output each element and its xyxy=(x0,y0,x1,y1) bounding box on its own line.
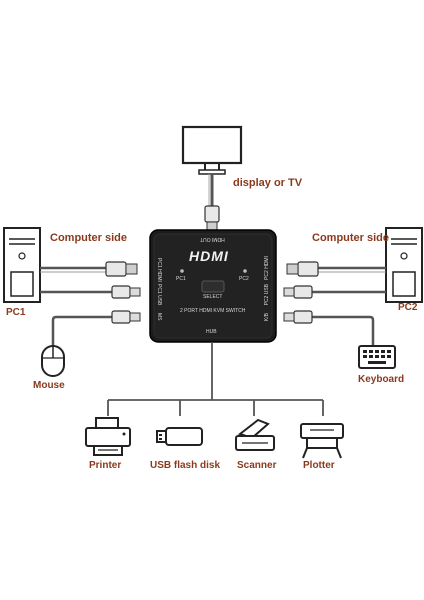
hdmi-plug-icon-pc1 xyxy=(105,261,138,277)
usb-plug-icon-mouse xyxy=(111,310,141,324)
hdmi-out-port-label: HDMI OUT xyxy=(200,236,225,242)
model-text: 2 PORT HDMI KVM SWITCH xyxy=(180,308,246,314)
led-pc2 xyxy=(243,269,247,273)
keyboard-label: Keyboard xyxy=(358,374,405,385)
ms-port-label: MS xyxy=(156,313,162,321)
display-label: display or TV xyxy=(233,177,303,189)
hdmi-out-cable xyxy=(208,174,214,208)
led-pc2-label: PC2 xyxy=(239,276,249,282)
plotter-icon xyxy=(300,423,344,459)
computer-side-label-left: Computer side xyxy=(50,232,128,244)
plotter-label: Plotter xyxy=(303,460,335,471)
tower-pc-icon-left xyxy=(3,227,41,303)
hub-cable-tree xyxy=(107,342,324,416)
usb-flash-icon xyxy=(156,427,203,446)
tower-pc-icon-right xyxy=(385,227,423,303)
hdmi-logo: HDMI xyxy=(189,248,229,264)
pc2-cables xyxy=(310,266,386,294)
usb-plug-icon-keyboard xyxy=(283,310,313,324)
mouse-icon xyxy=(41,345,65,377)
pc2-label: PC2 xyxy=(398,302,418,313)
keyboard-icon xyxy=(358,345,396,369)
pc2-hdmi-port-label: PC2 HDMI xyxy=(264,256,270,280)
hdmi-plug-icon-pc2 xyxy=(286,261,319,277)
printer-icon xyxy=(85,417,131,456)
hub-port-label: HUB xyxy=(206,329,217,335)
kvm-switch-device xyxy=(149,229,277,343)
usb-plug-icon-pc2 xyxy=(283,285,313,299)
led-pc1-label: PC1 xyxy=(176,276,186,282)
scanner-label: Scanner xyxy=(237,460,277,471)
keyboard-cable xyxy=(310,315,375,346)
pc1-hdmi-port-label: PC1 HDMI xyxy=(156,258,162,282)
printer-label: Printer xyxy=(89,460,122,471)
hdmi-plug-icon xyxy=(204,205,220,231)
mouse-label: Mouse xyxy=(33,380,65,391)
pc1-cables xyxy=(40,266,114,294)
scanner-icon xyxy=(235,418,275,451)
usb-plug-icon-pc1 xyxy=(111,285,141,299)
computer-side-label-right: Computer side xyxy=(312,232,390,244)
mouse-cable xyxy=(51,315,114,346)
kb-port-label: K/B xyxy=(264,313,270,322)
usb-flash-disk-label: USB flash disk xyxy=(150,460,221,471)
led-pc1 xyxy=(180,269,184,273)
monitor-icon xyxy=(181,125,243,175)
pc1-label: PC1 xyxy=(6,307,26,318)
pc1-usb-port-label: PC1 USB xyxy=(156,284,162,306)
pc2-usb-port-label: PC2 USB xyxy=(264,284,270,306)
select-button[interactable] xyxy=(201,280,225,293)
select-button-label: SELECT xyxy=(203,294,223,300)
